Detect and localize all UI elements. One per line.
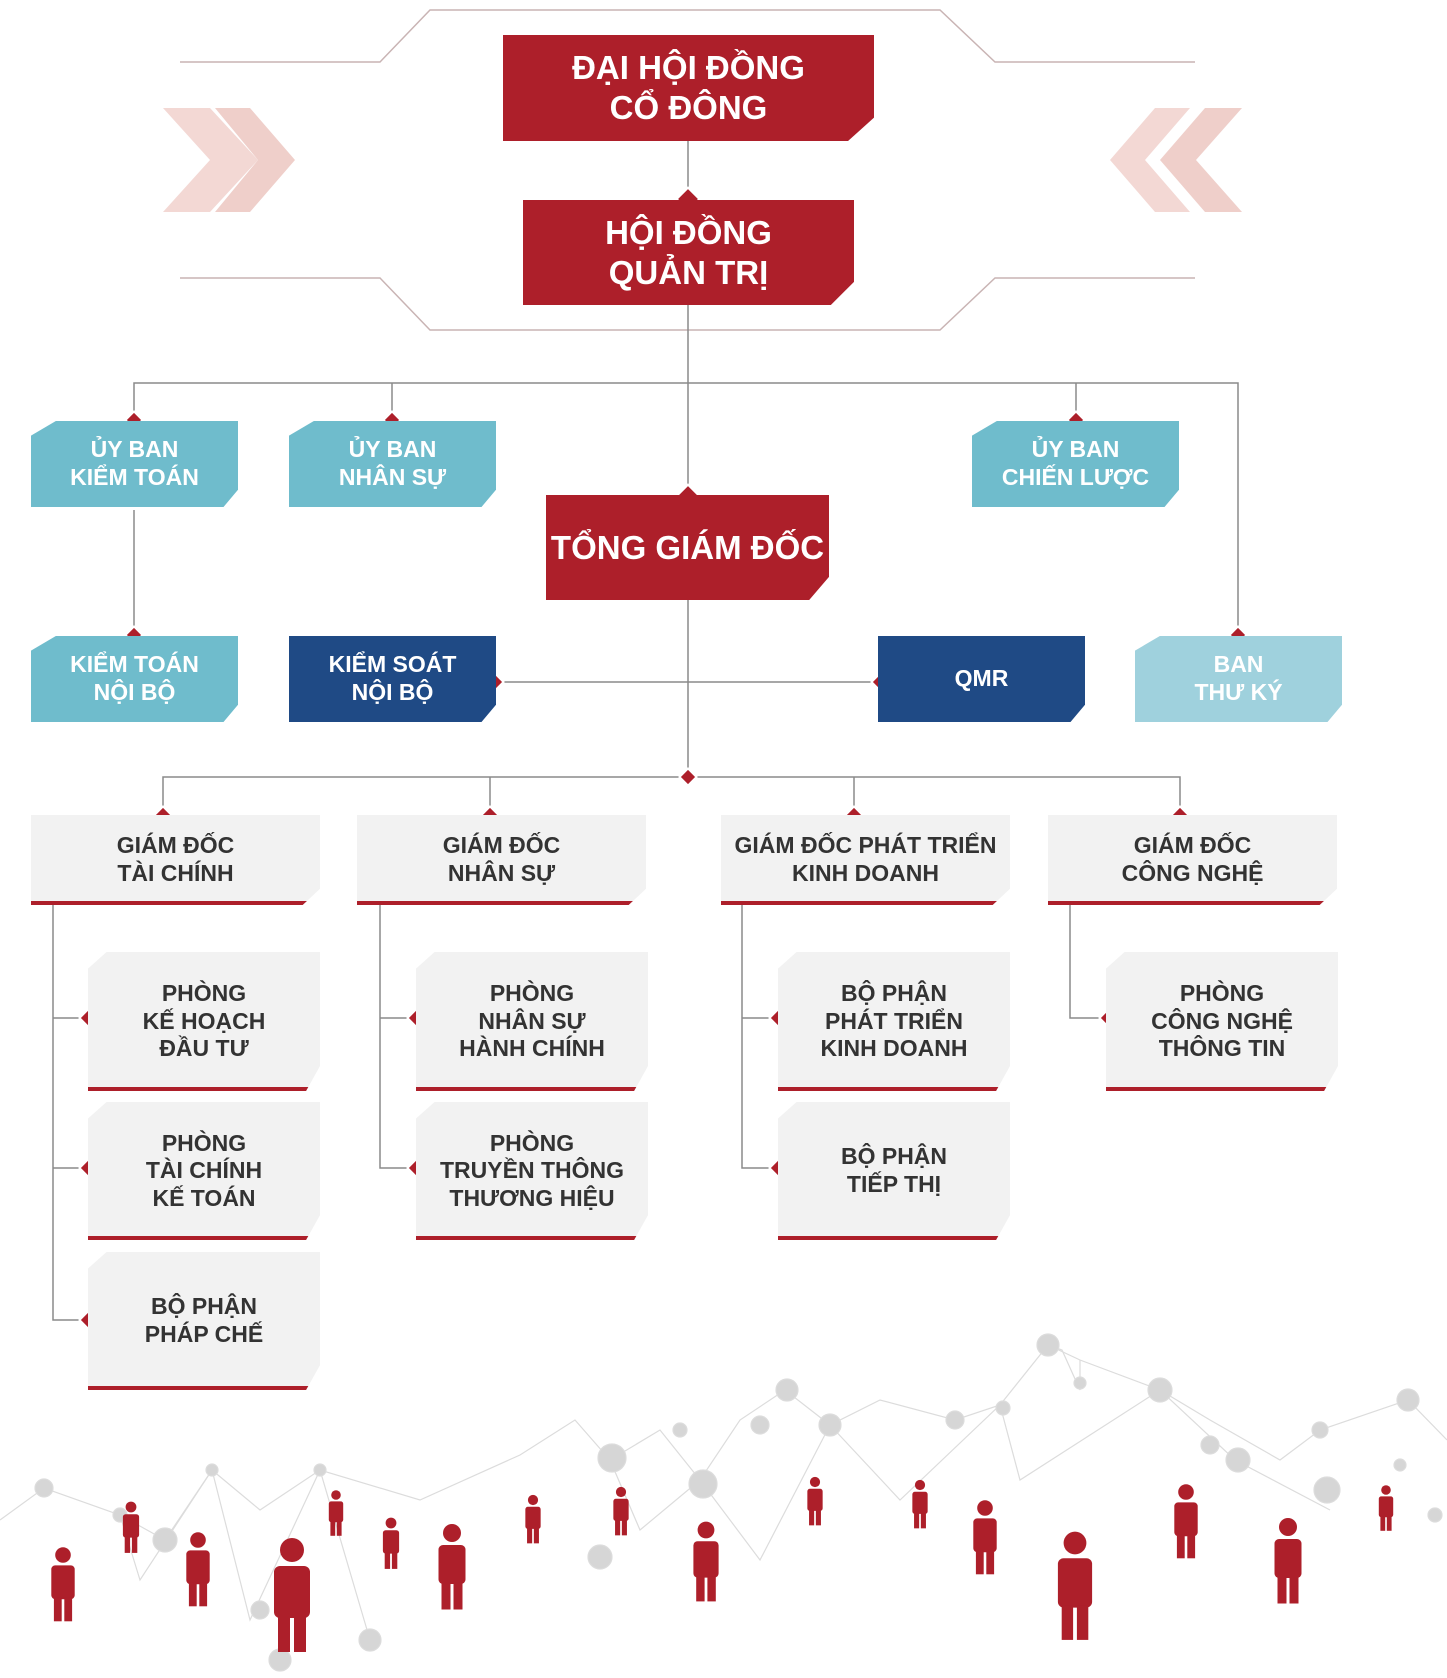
unit-line: BỘ PHẬN — [150, 1293, 258, 1320]
chevron-right-decoration — [163, 108, 295, 212]
director-hr-box: GIÁM ĐỐC NHÂN SỰ — [357, 815, 646, 905]
shareholders-box: ĐẠI HỘI ĐỒNG CỔ ĐÔNG — [503, 35, 874, 141]
unit-line: TIẾP THỊ — [846, 1171, 942, 1197]
ceo-box: TỔNG GIÁM ĐỐC — [546, 495, 829, 600]
unit-line: KẾ HOẠCH — [142, 1007, 266, 1034]
director-business-box: GIÁM ĐỐC PHÁT TRIỂN KINH DOANH — [721, 815, 1010, 905]
strategy-committee-line-2: CHIẾN LƯỢC — [1001, 464, 1150, 490]
unit-line: PHÁT TRIỂN — [825, 1007, 963, 1034]
hr-committee-box: ỦY BAN NHÂN SỰ — [289, 421, 496, 507]
unit-line: HÀNH CHÍNH — [459, 1035, 605, 1062]
internal-control-line-2: NỘI BỘ — [351, 679, 434, 705]
shareholders-line-1: ĐẠI HỘI ĐỒNG — [572, 49, 805, 87]
qmr-box: QMR — [878, 636, 1085, 722]
unit-line: THƯƠNG HIỆU — [449, 1184, 615, 1211]
unit-line: PHÒNG — [489, 980, 575, 1007]
unit-it-box: PHÒNG CÔNG NGHỆ THÔNG TIN — [1106, 952, 1338, 1091]
secretariat-line-1: BAN — [1213, 651, 1264, 678]
director-technology-box: GIÁM ĐỐC CÔNG NGHỆ — [1048, 815, 1337, 905]
director-hr-line-2: NHÂN SỰ — [447, 860, 556, 886]
unit-line: THÔNG TIN — [1158, 1035, 1286, 1062]
shareholders-line-2: CỔ ĐÔNG — [609, 89, 768, 126]
director-finance-line-2: TÀI CHÍNH — [117, 860, 234, 886]
internal-audit-line-1: KIỂM TOÁN — [70, 651, 199, 678]
unit-legal-box: BỘ PHẬN PHÁP CHẾ — [88, 1252, 320, 1390]
audit-committee-line-1: ỦY BAN — [90, 436, 179, 463]
director-business-line-1: GIÁM ĐỐC PHÁT TRIỂN — [734, 832, 997, 859]
unit-line: BỘ PHẬN — [840, 980, 948, 1007]
secretariat-box: BAN THƯ KÝ — [1135, 636, 1342, 722]
audit-committee-box: ỦY BAN KIỂM TOÁN — [31, 421, 238, 507]
unit-line: KẾ TOÁN — [152, 1184, 256, 1211]
people-illustration — [51, 1476, 1394, 1652]
director-technology-line-1: GIÁM ĐỐC — [1133, 832, 1252, 859]
hr-committee-line-2: NHÂN SỰ — [338, 464, 447, 490]
internal-audit-box: KIỂM TOÁN NỘI BỘ — [31, 636, 238, 722]
ceo-label: TỔNG GIÁM ĐỐC — [550, 528, 825, 566]
strategy-committee-line-1: ỦY BAN — [1031, 436, 1120, 463]
unit-hr-admin-box: PHÒNG NHÂN SỰ HÀNH CHÍNH — [416, 952, 648, 1091]
director-business-line-2: KINH DOANH — [792, 860, 939, 886]
unit-finance-accounting-box: PHÒNG TÀI CHÍNH KẾ TOÁN — [88, 1102, 320, 1240]
unit-line: PHÒNG — [1179, 980, 1265, 1007]
unit-line: TRUYỀN THÔNG — [440, 1157, 624, 1184]
decorative-frame-lines — [180, 9, 1195, 331]
unit-line: PHÒNG — [161, 980, 247, 1007]
qmr-label: QMR — [954, 665, 1009, 692]
unit-marketing-box: BỘ PHẬN TIẾP THỊ — [778, 1102, 1010, 1240]
director-finance-box: GIÁM ĐỐC TÀI CHÍNH — [31, 815, 320, 905]
unit-line: CÔNG NGHỆ — [1151, 1007, 1293, 1034]
internal-control-box: KIỂM SOÁT NỘI BỘ — [289, 636, 496, 722]
secretariat-line-2: THƯ KÝ — [1194, 679, 1283, 705]
network-illustration — [0, 1333, 1447, 1672]
unit-investment-planning-box: PHÒNG KẾ HOẠCH ĐẦU TƯ — [88, 952, 320, 1091]
unit-business-development-box: BỘ PHẬN PHÁT TRIỂN KINH DOANH — [778, 952, 1010, 1091]
board-of-directors-box: HỘI ĐỒNG QUẢN TRỊ — [523, 200, 854, 305]
unit-line: KINH DOANH — [820, 1035, 968, 1062]
unit-line: BỘ PHẬN — [840, 1143, 948, 1170]
unit-line: TÀI CHÍNH — [145, 1157, 263, 1184]
chevron-left-decoration — [1110, 108, 1242, 212]
directors-line-1: HỘI ĐỒNG — [605, 213, 772, 251]
audit-committee-line-2: KIỂM TOÁN — [70, 464, 199, 490]
connector-lines — [52, 140, 1239, 1321]
hr-committee-line-1: ỦY BAN — [348, 436, 437, 463]
strategy-committee-box: ỦY BAN CHIẾN LƯỢC — [972, 421, 1179, 507]
directors-line-2: QUẢN TRỊ — [608, 253, 769, 291]
unit-line: PHÒNG — [161, 1129, 247, 1156]
unit-line: PHÒNG — [489, 1129, 575, 1156]
director-finance-line-1: GIÁM ĐỐC — [116, 832, 235, 859]
director-technology-line-2: CÔNG NGHỆ — [1121, 860, 1264, 886]
unit-line: ĐẦU TƯ — [159, 1035, 249, 1062]
internal-audit-line-2: NỘI BỘ — [93, 679, 176, 705]
unit-brand-communication-box: PHÒNG TRUYỀN THÔNG THƯƠNG HIỆU — [416, 1102, 648, 1240]
unit-line: NHÂN SỰ — [478, 1007, 586, 1034]
internal-control-line-1: KIỂM SOÁT — [328, 651, 457, 678]
unit-line: PHÁP CHẾ — [144, 1321, 264, 1347]
director-hr-line-1: GIÁM ĐỐC — [442, 832, 561, 859]
